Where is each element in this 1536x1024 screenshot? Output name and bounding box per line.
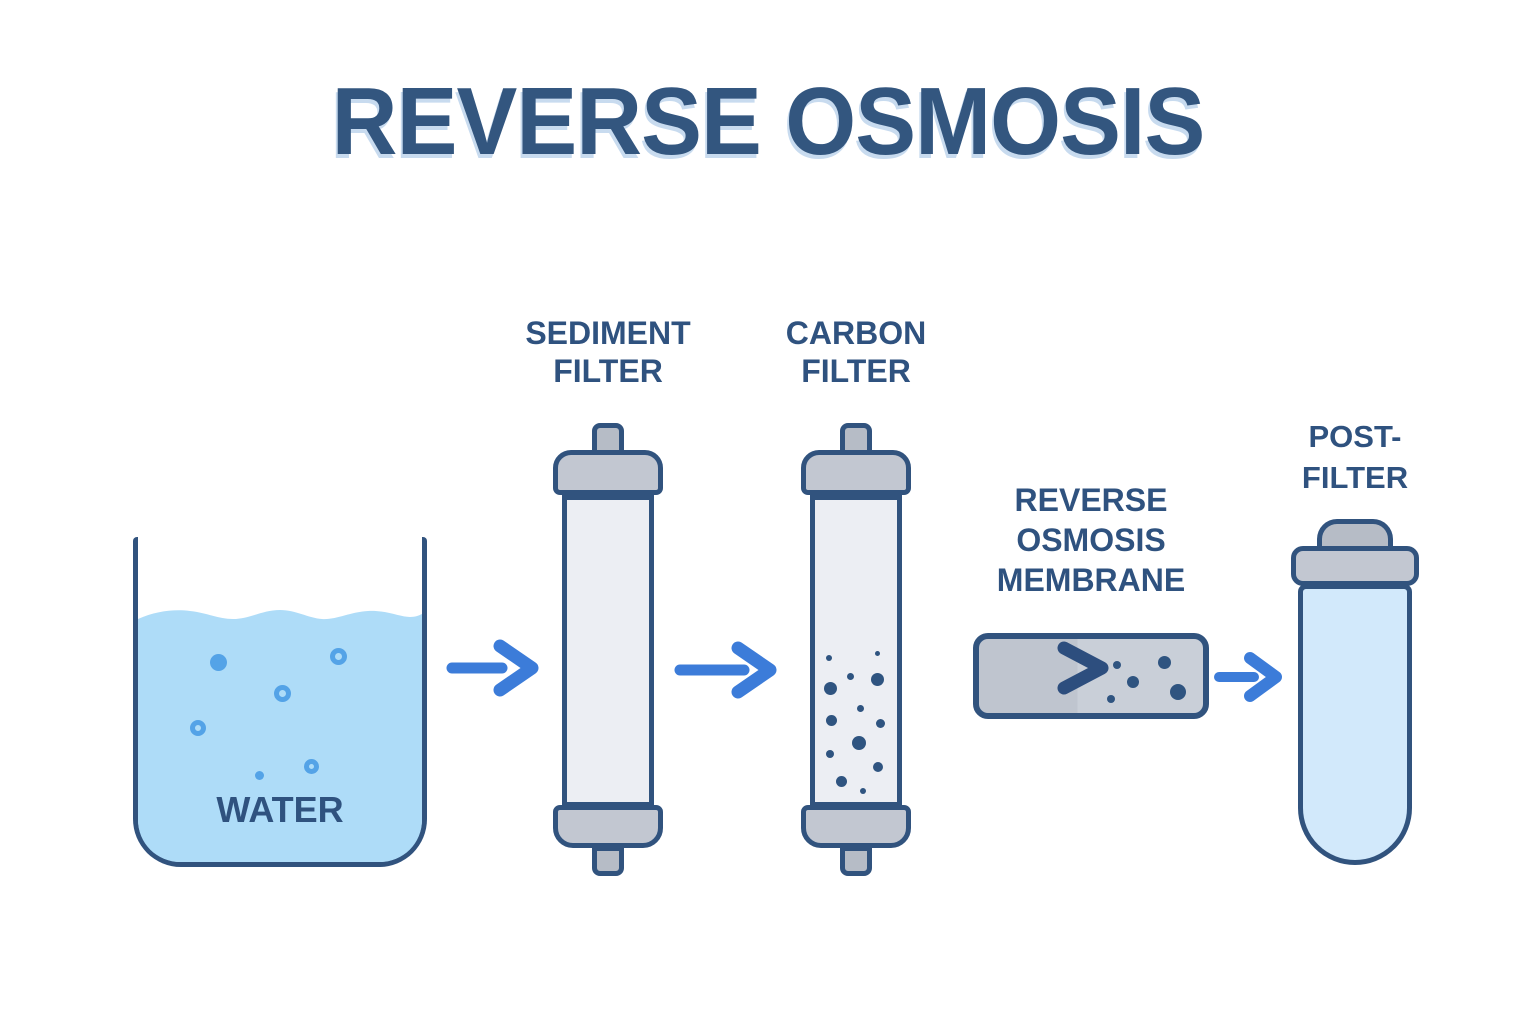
particle-dot bbox=[836, 776, 847, 787]
particle-dot bbox=[873, 762, 883, 772]
label-line: POST- bbox=[1308, 419, 1402, 454]
particle-dot bbox=[1170, 684, 1186, 700]
post-filter-cartridge bbox=[1291, 519, 1419, 865]
sediment-filter-cartridge bbox=[553, 423, 663, 878]
water-label: WATER bbox=[216, 789, 344, 830]
label-line: REVERSE bbox=[1014, 482, 1168, 518]
particle-dot bbox=[826, 750, 834, 758]
particle-dot bbox=[1127, 676, 1139, 688]
label-line: MEMBRANE bbox=[996, 562, 1186, 598]
bubble-solid bbox=[210, 654, 227, 671]
water-body bbox=[138, 622, 422, 862]
carbon-filter-bottom-port bbox=[840, 846, 872, 876]
post-filter-body bbox=[1298, 584, 1412, 865]
sediment-filter-bottom-port bbox=[592, 846, 624, 876]
flow-arrow-1-right-icon bbox=[446, 639, 539, 697]
particle-dot bbox=[824, 682, 837, 695]
label-line: OSMOSIS bbox=[1016, 522, 1166, 558]
carbon-filter-label: CARBON FILTER bbox=[696, 314, 1016, 390]
bubble-ring bbox=[330, 648, 347, 665]
flow-arrow-2-right-icon bbox=[674, 641, 777, 699]
carbon-filter-cartridge bbox=[801, 423, 911, 878]
label-line: FILTER bbox=[801, 353, 911, 389]
particle-dot bbox=[876, 719, 885, 728]
sediment-filter-label: SEDIMENT FILTER bbox=[448, 314, 768, 390]
particle-dot bbox=[826, 655, 832, 661]
particle-dot bbox=[1113, 661, 1121, 669]
post-filter-cap-band bbox=[1291, 546, 1419, 586]
carbon-filter-bottom-cap bbox=[801, 805, 911, 848]
label-line: SEDIMENT bbox=[525, 315, 691, 351]
particle-dot bbox=[847, 673, 854, 680]
particle-dot bbox=[857, 705, 864, 712]
particle-dot bbox=[852, 736, 866, 750]
diagram-title: REVERSE OSMOSIS bbox=[331, 68, 1206, 175]
carbon-filter-body bbox=[810, 495, 902, 807]
sediment-filter-body bbox=[562, 495, 654, 807]
sediment-filter-top-cap bbox=[553, 450, 663, 495]
particle-dot bbox=[871, 673, 884, 686]
particle-dot bbox=[826, 715, 837, 726]
particle-dot bbox=[1158, 656, 1171, 669]
bubble-ring bbox=[274, 685, 291, 702]
flow-arrow-4-right-icon bbox=[1214, 652, 1282, 702]
flow-arrow-3-through-membrane-icon bbox=[918, 641, 1109, 695]
particle-dot bbox=[875, 651, 880, 656]
water-container: WATER bbox=[133, 537, 427, 867]
water-surface-wave bbox=[138, 610, 422, 624]
post-filter-label: POST- FILTER bbox=[1195, 416, 1515, 498]
label-line: CARBON bbox=[785, 315, 927, 351]
particle-dot bbox=[860, 788, 866, 794]
sediment-filter-bottom-cap bbox=[553, 805, 663, 848]
carbon-filter-top-cap bbox=[801, 450, 911, 495]
ro-membrane-label: REVERSE OSMOSIS MEMBRANE bbox=[931, 480, 1251, 600]
bubble-solid bbox=[255, 771, 264, 780]
bubble-ring bbox=[304, 759, 319, 774]
label-line: FILTER bbox=[1301, 460, 1409, 495]
particle-dot bbox=[1107, 695, 1115, 703]
bubble-ring bbox=[190, 720, 206, 736]
label-line: FILTER bbox=[553, 353, 663, 389]
